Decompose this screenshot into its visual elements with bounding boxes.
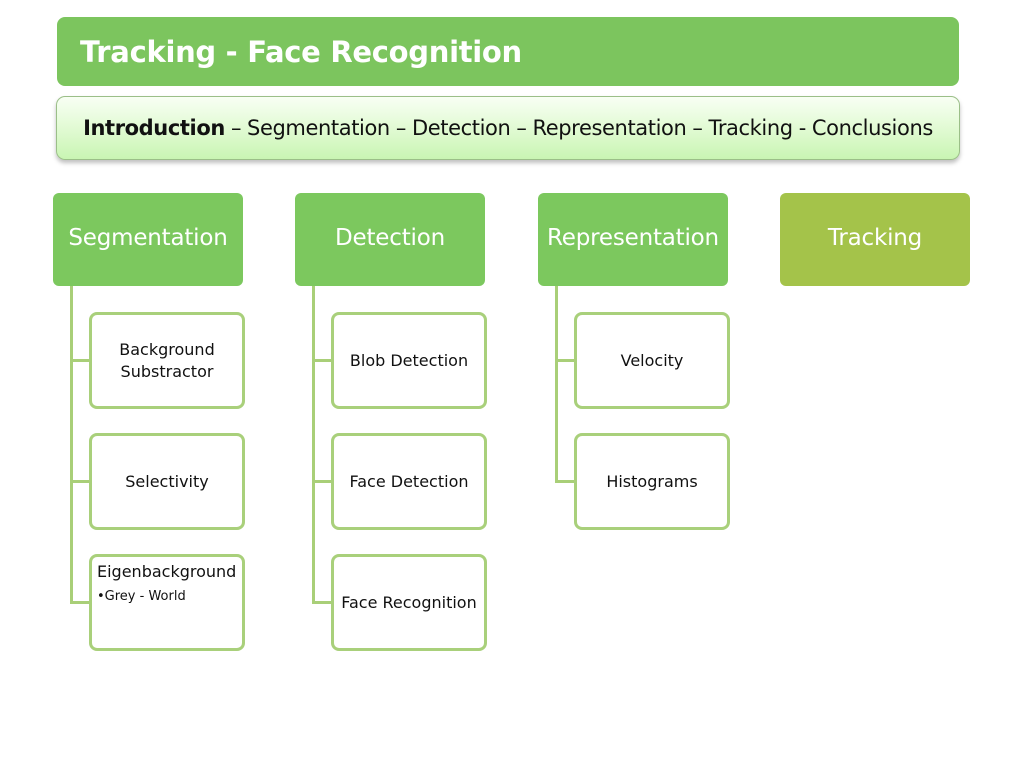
nav-separator: –: [516, 116, 527, 140]
column-header-label: Representation: [547, 224, 719, 251]
nav-separator: –: [230, 116, 242, 140]
child-box-velocity: Velocity: [574, 312, 730, 409]
connector-horizontal: [70, 359, 89, 362]
child-box-face-detection: Face Detection: [331, 433, 487, 530]
column-header-label: Detection: [335, 224, 445, 251]
child-box-label: Histograms: [606, 471, 698, 491]
nav-item-segmentation: Segmentation: [247, 116, 390, 140]
connector-horizontal: [555, 359, 574, 362]
child-box-label: Blob Detection: [349, 350, 469, 370]
child-box-label: Face Detection: [349, 471, 469, 491]
connector-horizontal: [70, 480, 89, 483]
connector-horizontal: [555, 480, 574, 483]
connector-horizontal: [70, 601, 89, 604]
child-box-label: Eigenbackground: [97, 562, 237, 581]
connector-vertical: [312, 286, 315, 604]
nav-item-representation: Representation: [532, 116, 687, 140]
slide-title-bar: Tracking - Face Recognition: [57, 17, 959, 86]
column-header-tracking: Tracking: [780, 193, 970, 286]
child-box-eigenbackground: Eigenbackground •Grey - World: [89, 554, 245, 651]
child-box-blob-detection: Blob Detection: [331, 312, 487, 409]
slide-title: Tracking - Face Recognition: [80, 34, 522, 69]
child-box-face-recognition: Face Recognition: [331, 554, 487, 651]
connector-vertical: [555, 286, 558, 483]
column-header-detection: Detection: [295, 193, 485, 286]
column-header-representation: Representation: [538, 193, 728, 286]
child-box-background-substractor: Background Substractor: [89, 312, 245, 409]
nav-separator: –: [692, 116, 703, 140]
nav-separator: -: [798, 116, 807, 140]
nav-item-introduction: Introduction: [83, 116, 225, 140]
column-header-segmentation: Segmentation: [53, 193, 243, 286]
child-box-selectivity: Selectivity: [89, 433, 245, 530]
child-box-label: Face Recognition: [341, 592, 477, 612]
connector-horizontal: [312, 601, 331, 604]
nav-item-detection: Detection: [411, 116, 511, 140]
child-box-sub-bullet: •Grey - World: [97, 589, 186, 604]
child-box-label: Background Substractor: [119, 339, 215, 381]
nav-separator: –: [395, 116, 407, 140]
child-box-label: Selectivity: [125, 471, 209, 491]
section-breadcrumb: Introduction – Segmentation – Detection …: [56, 96, 960, 160]
column-header-label: Tracking: [827, 224, 923, 251]
connector-horizontal: [312, 480, 331, 483]
connector-vertical: [70, 286, 73, 604]
child-box-label: Velocity: [620, 350, 684, 370]
connector-horizontal: [312, 359, 331, 362]
nav-item-conclusions: Conclusions: [811, 116, 933, 140]
child-box-histograms: Histograms: [574, 433, 730, 530]
nav-item-tracking: Tracking: [708, 116, 793, 140]
column-header-label: Segmentation: [68, 224, 228, 251]
